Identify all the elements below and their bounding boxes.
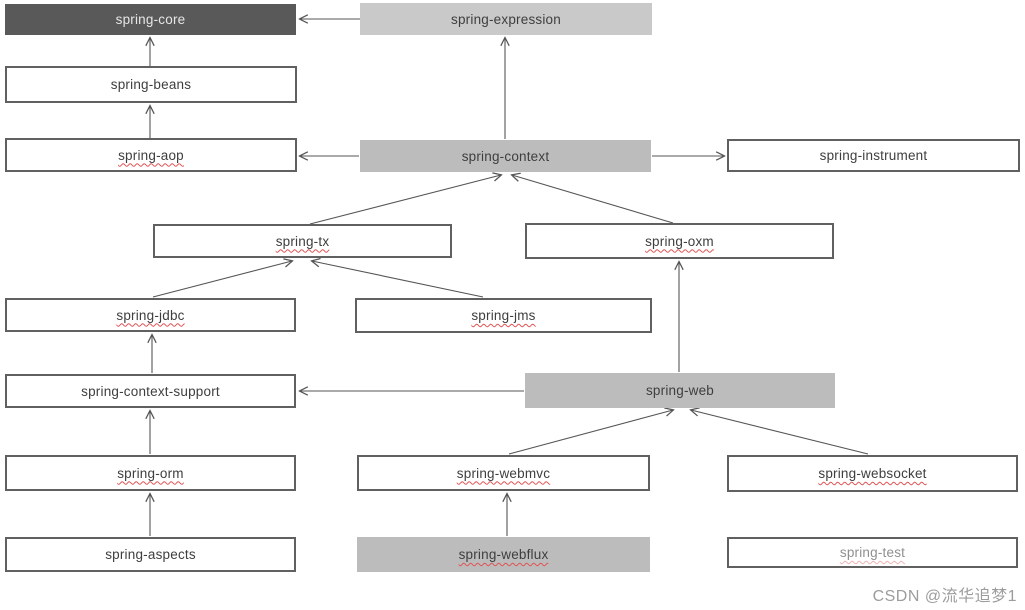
node-spring-aop: spring-aop [5, 138, 297, 172]
node-spring-tx: spring-tx [153, 224, 452, 258]
node-spring-orm: spring-orm [5, 455, 296, 491]
node-spring-aspects-label: spring-aspects [105, 547, 196, 562]
node-spring-orm-label: spring-orm [117, 465, 184, 481]
node-spring-context: spring-context [360, 140, 651, 172]
node-spring-tx-label: spring-tx [275, 233, 330, 249]
node-spring-websocket-label: spring-websocket [818, 466, 927, 481]
edge-jdbc-to-tx-arrow [152, 261, 292, 298]
node-spring-instrument-label: spring-instrument [819, 148, 928, 163]
node-spring-webmvc-label: spring-webmvc [456, 465, 551, 481]
node-spring-expression-label: spring-expression [451, 11, 561, 27]
edge-oxm-to-context-arrow [512, 175, 674, 224]
node-spring-webflux-label: spring-webflux [458, 547, 549, 562]
node-spring-jdbc-label: spring-jdbc [116, 307, 185, 323]
node-spring-oxm: spring-oxm [525, 223, 834, 259]
node-spring-aop-label: spring-aop [118, 147, 184, 163]
node-spring-expression: spring-expression [360, 3, 652, 35]
edge-tx-to-context-arrow [309, 175, 501, 225]
node-spring-jdbc: spring-jdbc [5, 298, 296, 332]
node-spring-test-label: spring-test [839, 545, 906, 560]
node-spring-beans: spring-beans [5, 66, 297, 103]
edge-websocket-to-web-arrow [691, 410, 869, 455]
node-spring-core-label: spring-core [115, 12, 186, 27]
node-spring-beans-label: spring-beans [110, 77, 192, 92]
csdn-watermark: CSDN @流华追梦1 [872, 588, 1017, 605]
node-spring-context-support-label: spring-context-support [81, 383, 220, 399]
edge-webmvc-to-web-arrow [508, 410, 673, 455]
node-spring-context-label: spring-context [461, 148, 550, 164]
node-spring-instrument: spring-instrument [727, 139, 1020, 172]
node-spring-websocket: spring-websocket [727, 455, 1018, 492]
edge-jms-to-tx-arrow [312, 261, 484, 298]
node-spring-web: spring-web [525, 373, 835, 408]
node-spring-webmvc: spring-webmvc [357, 455, 650, 491]
node-spring-core: spring-core [5, 4, 296, 35]
node-spring-jms: spring-jms [355, 298, 652, 333]
node-spring-webflux: spring-webflux [357, 537, 650, 572]
node-spring-test: spring-test [727, 537, 1018, 568]
node-spring-aspects: spring-aspects [5, 537, 296, 572]
node-spring-web-label: spring-web [645, 383, 715, 398]
node-spring-oxm-label: spring-oxm [645, 233, 714, 249]
node-spring-jms-label: spring-jms [471, 308, 536, 323]
node-spring-context-support: spring-context-support [5, 374, 296, 408]
